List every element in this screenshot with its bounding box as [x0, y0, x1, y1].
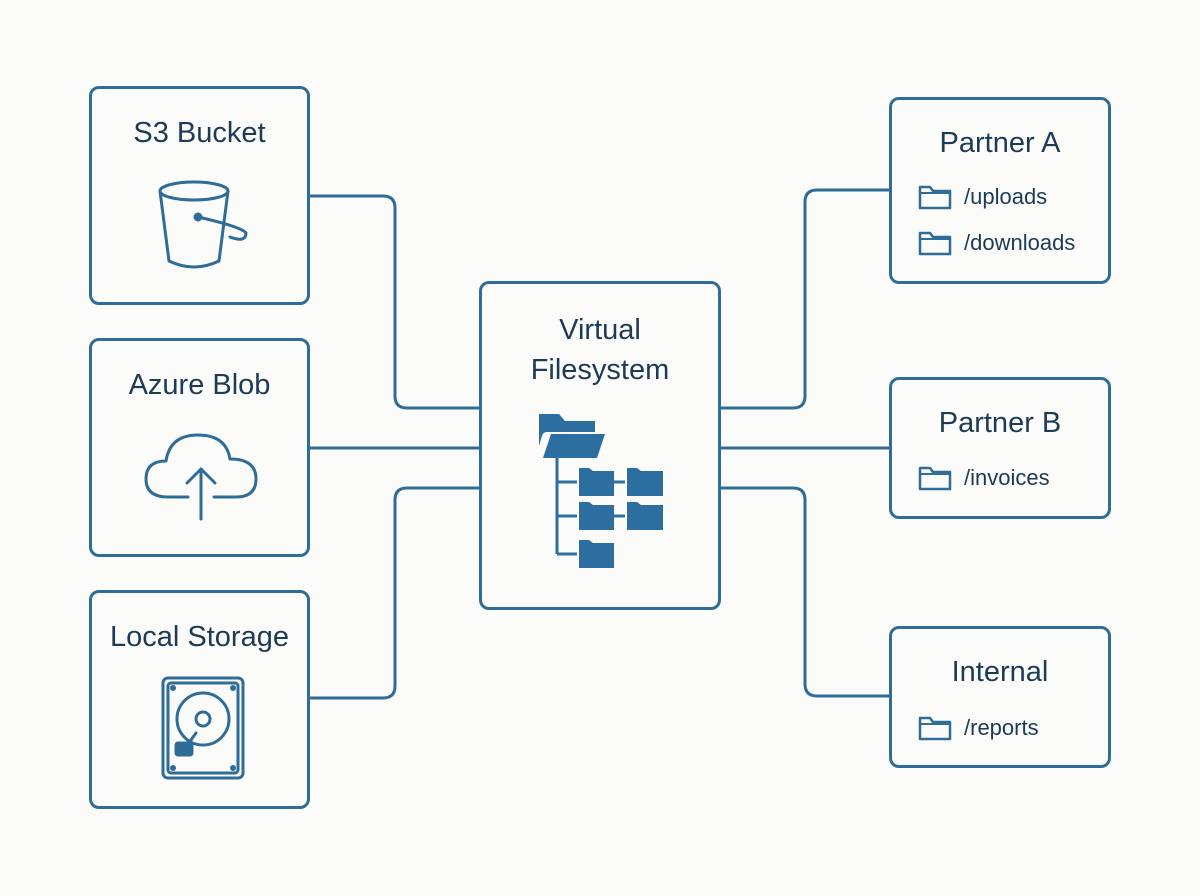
connector-internal: [720, 486, 890, 698]
azure-blob-box: Azure Blob: [89, 338, 310, 557]
local-storage-title: Local Storage: [110, 621, 289, 653]
folder-icon: [918, 716, 952, 741]
bucket-icon: [158, 180, 248, 269]
folder-item-uploads[interactable]: /uploads: [918, 182, 1047, 212]
folder-label: /invoices: [964, 465, 1050, 490]
folder-item-invoices[interactable]: /invoices: [918, 463, 1050, 493]
local-storage-box: Local Storage: [89, 590, 310, 809]
azure-blob-title: Azure Blob: [128, 369, 271, 401]
partner-b-title: Partner B: [938, 407, 1062, 439]
s3-bucket-title: S3 Bucket: [133, 117, 266, 149]
connector-s3: [310, 194, 480, 410]
internal-box: Internal /reports: [889, 626, 1111, 768]
partner-a-box: Partner A /uploads /downloads: [889, 97, 1111, 284]
folder-label: /downloads: [964, 230, 1076, 255]
partner-a-title: Partner A: [939, 127, 1061, 159]
folder-label: /reports: [964, 715, 1039, 740]
partner-b-box: Partner B /invoices: [889, 377, 1111, 519]
virtual-filesystem-box: Virtual Filesystem: [479, 281, 721, 610]
folder-icon: [918, 231, 952, 256]
folder-tree-icon: [539, 414, 663, 568]
folder-icon: [918, 466, 952, 491]
s3-bucket-box: S3 Bucket: [89, 86, 310, 305]
cloud-upload-icon: [144, 433, 258, 521]
hard-drive-icon: [161, 676, 245, 780]
internal-title: Internal: [951, 656, 1049, 688]
connector-local: [310, 486, 480, 700]
folder-item-reports[interactable]: /reports: [918, 713, 1039, 743]
virtual-filesystem-title-line2: Filesystem: [530, 354, 670, 386]
folder-label: /uploads: [964, 184, 1048, 209]
folder-icon: [918, 185, 952, 210]
folder-item-downloads[interactable]: /downloads: [918, 228, 1075, 258]
virtual-filesystem-title-line1: Virtual: [559, 314, 641, 346]
connector-partner-a: [720, 188, 890, 410]
